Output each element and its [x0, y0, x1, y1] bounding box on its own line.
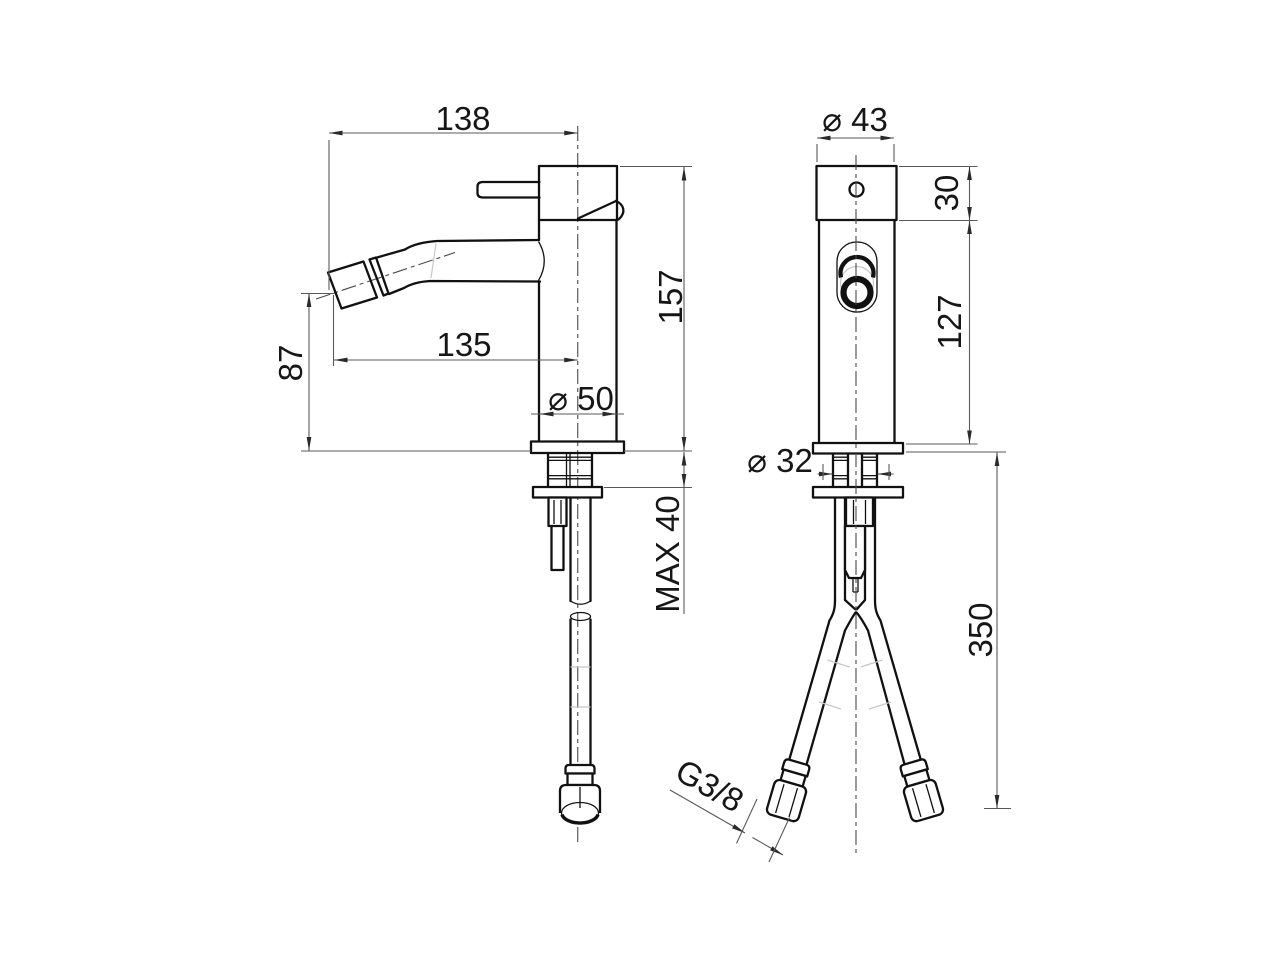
- front-right-hose-nut: [899, 758, 945, 823]
- side-spout-top-edge: [375, 238, 541, 259]
- front-horseshoe-washer: [811, 485, 905, 499]
- side-spout-bottom-edge: [387, 279, 542, 296]
- dim-hose-length: 350: [906, 451, 1011, 810]
- dim-spout-projection-total: 138: [328, 100, 578, 290]
- side-cap-diagonal: [576, 199, 618, 220]
- dim-label-max40: MAX 40: [649, 495, 686, 612]
- dim-spout-projection: 135: [332, 295, 578, 366]
- dim-label-127: 127: [931, 294, 968, 349]
- dim-shank-diameter: ⌀ 32: [747, 442, 894, 480]
- dim-overall-height: 157: [620, 165, 692, 452]
- dim-label-87: 87: [272, 345, 309, 382]
- dim-label-138: 138: [435, 100, 490, 137]
- side-lever-handle: [476, 180, 541, 199]
- front-base-flange: [811, 441, 905, 455]
- dim-label-135: 135: [436, 326, 491, 363]
- side-cap-bulge: [614, 199, 625, 221]
- dim-deck-thickness: MAX 40: [604, 451, 692, 614]
- front-faucet-outline: [765, 164, 945, 823]
- side-fixing-stud: [547, 496, 568, 572]
- side-horseshoe-washer: [531, 485, 604, 499]
- side-spout-bend-line: [430, 243, 437, 279]
- dim-top-diameter: ⌀ 43: [816, 101, 895, 162]
- dim-label-g38: G3/8: [670, 752, 750, 820]
- dim-label-30: 30: [928, 175, 965, 212]
- side-threaded-shank: [546, 451, 594, 489]
- dim-spout-height: 87: [272, 292, 531, 452]
- side-aerator-ring: [368, 256, 390, 297]
- dim-label-157: 157: [652, 269, 689, 324]
- dim-label-dia32: ⌀ 32: [747, 442, 813, 479]
- side-body-fillet: [537, 241, 545, 281]
- dim-label-dia43: ⌀ 43: [822, 101, 888, 138]
- front-spout: [836, 241, 878, 313]
- side-spout-axis-centerline: [315, 251, 456, 300]
- side-dimensions: 138 157 135 87 ⌀ 50: [272, 100, 692, 614]
- dim-body-height: 127: [906, 220, 978, 445]
- front-dimensions: ⌀ 43 30 127 ⌀ 32 350: [670, 101, 1011, 863]
- dim-label-350: 350: [962, 602, 999, 657]
- front-fixing-stud: [843, 496, 875, 593]
- front-body-edges: [817, 218, 896, 445]
- dim-top-height: 30: [899, 165, 978, 222]
- front-left-hose-nut: [765, 758, 811, 823]
- side-flex-hose: [558, 496, 602, 825]
- side-view: 138 157 135 87 ⌀ 50: [272, 100, 692, 842]
- side-faucet-outline: [326, 164, 626, 825]
- front-flex-hoses: [787, 496, 923, 773]
- dim-label-dia50: ⌀ 50: [548, 380, 614, 417]
- side-base-flange: [529, 440, 626, 455]
- side-handle-cap: [537, 164, 619, 222]
- side-aerator: [326, 260, 379, 310]
- front-threaded-shank: [831, 452, 879, 489]
- front-view: ⌀ 43 30 127 ⌀ 32 350: [670, 101, 1011, 863]
- dim-body-diameter: ⌀ 50: [531, 380, 624, 417]
